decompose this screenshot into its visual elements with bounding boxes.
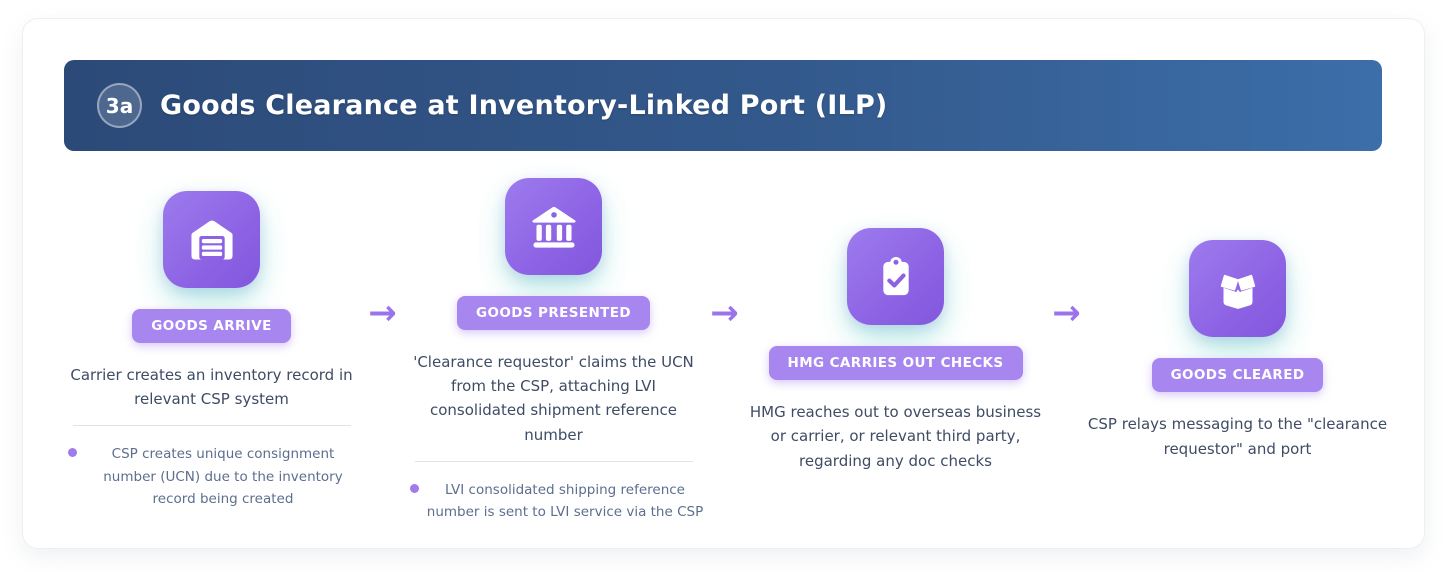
bank-icon <box>505 177 602 275</box>
step-label-pill: GOODS ARRIVE <box>132 308 291 343</box>
step-description: Carrier creates an inventory record in r… <box>70 365 353 409</box>
bullet-dot-icon <box>67 448 77 458</box>
step-label-pill: GOODS CLEARED <box>1151 358 1324 393</box>
step-description: CSP relays messaging to the "clearance r… <box>1087 415 1388 458</box>
divider <box>414 460 693 462</box>
bullet-item: LVI consolidated shipping reference numb… <box>404 479 704 524</box>
arrow-right-icon: → <box>368 292 397 333</box>
clipboard-check-icon <box>847 228 944 326</box>
step-description: HMG reaches out to overseas business or … <box>749 403 1042 470</box>
divider <box>72 425 351 427</box>
flow-arrow: → <box>704 296 746 330</box>
arrow-right-icon: → <box>1052 292 1081 333</box>
bullet-item: CSP creates unique consignment number (U… <box>62 443 362 510</box>
header-bar: 3a Goods Clearance at Inventory-Linked P… <box>64 60 1382 151</box>
step-goods-arrive: GOODS ARRIVE Carrier creates an inventor… <box>62 190 362 510</box>
bullet-dot-icon <box>409 483 419 493</box>
flow-arrow: → <box>1046 296 1088 330</box>
step-description: 'Clearance requestor' claims the UCN fro… <box>413 352 694 444</box>
open-box-icon <box>1189 240 1286 338</box>
bullet-text: LVI consolidated shipping reference numb… <box>426 481 704 521</box>
diagram-card: 3a Goods Clearance at Inventory-Linked P… <box>22 18 1425 549</box>
step-hmg-checks: HMG CARRIES OUT CHECKS HMG reaches out t… <box>746 228 1046 473</box>
step-goods-presented: GOODS PRESENTED 'Clearance requestor' cl… <box>404 177 704 524</box>
warehouse-icon <box>163 190 260 288</box>
flow-arrow: → <box>362 296 404 330</box>
step-label-pill: GOODS PRESENTED <box>456 295 651 330</box>
step-number-badge: 3a <box>97 83 142 128</box>
bullet-text: CSP creates unique consignment number (U… <box>103 446 343 507</box>
process-flow: GOODS ARRIVE Carrier creates an inventor… <box>23 151 1426 550</box>
step-goods-cleared: GOODS CLEARED CSP relays messaging to th… <box>1088 240 1388 461</box>
step-label-pill: HMG CARRIES OUT CHECKS <box>768 346 1023 381</box>
arrow-right-icon: → <box>710 292 739 333</box>
page-title: Goods Clearance at Inventory-Linked Port… <box>160 90 888 121</box>
